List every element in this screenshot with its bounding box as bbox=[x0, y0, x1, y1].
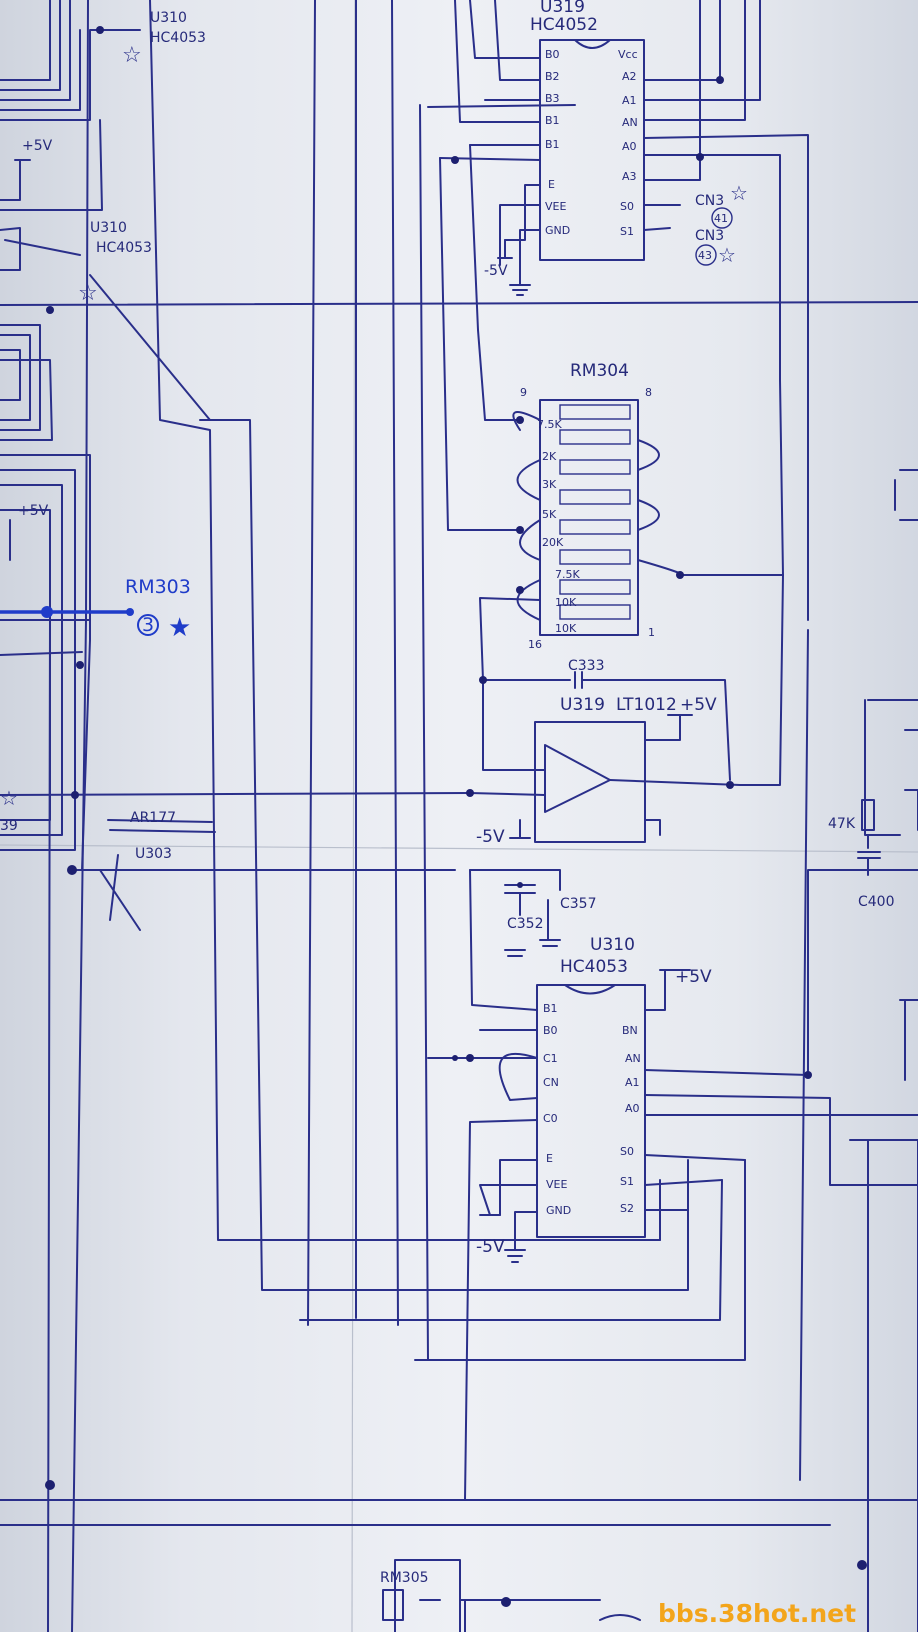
label-u310-topleft: U310 bbox=[150, 10, 187, 26]
pin-label: A0 bbox=[625, 1102, 640, 1115]
pin-label: B1 bbox=[545, 138, 560, 151]
star-icon: ☆ bbox=[730, 181, 748, 205]
star-icon: ☆ bbox=[122, 43, 142, 68]
pin-label: E bbox=[548, 178, 555, 191]
pin-label: GND bbox=[546, 1204, 571, 1217]
star-icon: ☆ bbox=[78, 281, 98, 306]
label-minus5v-bot: -5V bbox=[476, 1237, 505, 1257]
resistor-value: 3K bbox=[542, 478, 557, 491]
pin-label: Vcc bbox=[618, 48, 638, 61]
pin-label: S1 bbox=[620, 225, 634, 238]
label-hc4053-mid: HC4053 bbox=[96, 240, 152, 256]
pin-label: BN bbox=[622, 1024, 638, 1037]
watermark: bbs.38hot.net bbox=[658, 1599, 856, 1628]
resistor-value: 20K bbox=[542, 536, 564, 549]
pin-label: B1 bbox=[543, 1002, 558, 1015]
label-hc4053-bot: HC4053 bbox=[560, 957, 628, 977]
pin-9: 9 bbox=[520, 386, 527, 399]
pin-label: B0 bbox=[543, 1024, 558, 1037]
label-c333: C333 bbox=[568, 658, 605, 674]
label-plus5v-op: +5V bbox=[680, 695, 717, 715]
pin-8: 8 bbox=[645, 386, 652, 399]
label-u310-mid: U310 bbox=[90, 220, 127, 236]
label-rm304: RM304 bbox=[570, 361, 629, 381]
star-icon: ☆ bbox=[0, 786, 18, 810]
label-hc4053-topleft: HC4053 bbox=[150, 30, 206, 46]
pin-label: E bbox=[546, 1152, 553, 1165]
resistor-value: 10K bbox=[555, 622, 577, 635]
pin-label: S0 bbox=[620, 200, 634, 213]
resistor-value: 5K bbox=[542, 508, 557, 521]
label-47k: 47K bbox=[828, 816, 856, 832]
hc4052-chip[interactable] bbox=[539, 39, 645, 261]
label-rm303: RM303 bbox=[125, 576, 191, 598]
label-c400: C400 bbox=[858, 894, 895, 910]
label-c352: C352 bbox=[507, 916, 544, 932]
label-cn3-a: CN3 bbox=[695, 193, 724, 209]
resistor-value: 10K bbox=[555, 596, 577, 609]
star-icon: ☆ bbox=[718, 243, 736, 267]
top-left-traces bbox=[0, 0, 141, 871]
label-u310-bot: U310 bbox=[590, 935, 635, 955]
pin-label: A1 bbox=[625, 1076, 640, 1089]
hc4053-chip[interactable] bbox=[536, 984, 646, 1238]
resistor-value: 2K bbox=[542, 450, 557, 463]
pin-label: A1 bbox=[622, 94, 637, 107]
lt1012-opamp[interactable] bbox=[534, 721, 646, 843]
label-lt1012: LT1012 bbox=[616, 695, 677, 715]
pin-16: 16 bbox=[528, 638, 542, 651]
pin-label: C0 bbox=[543, 1112, 558, 1125]
resistor-value: 7.5K bbox=[555, 568, 580, 581]
pin-label: CN bbox=[543, 1076, 559, 1089]
pin-label: A2 bbox=[622, 70, 637, 83]
pin-label: VEE bbox=[546, 1178, 567, 1191]
pin-1: 1 bbox=[648, 626, 655, 639]
label-rm305: RM305 bbox=[380, 1570, 429, 1586]
rm304-network[interactable] bbox=[539, 399, 639, 636]
pin-label: A3 bbox=[622, 170, 637, 183]
label-cn3-b: CN3 bbox=[695, 228, 724, 244]
cn3-b-pin: 43 bbox=[698, 249, 712, 262]
rm303-pin: 3 bbox=[142, 614, 154, 636]
label-plus5v-a: +5V bbox=[22, 138, 53, 154]
label-c357: C357 bbox=[560, 896, 597, 912]
pin-label: VEE bbox=[545, 200, 566, 213]
pin-label: A0 bbox=[622, 140, 637, 153]
pin-label: C1 bbox=[543, 1052, 558, 1065]
resistor-value: 7.5K bbox=[537, 418, 562, 431]
pin-label: S0 bbox=[620, 1145, 634, 1158]
pin-label: AN bbox=[622, 116, 638, 129]
cn3-a-pin: 41 bbox=[714, 212, 728, 225]
label-minus5v-op: -5V bbox=[476, 827, 505, 847]
pin-label: B1 bbox=[545, 114, 560, 127]
label-u319-top: U319 bbox=[540, 0, 585, 17]
label-u303: U303 bbox=[135, 846, 172, 862]
label-plus5v-b: +5V bbox=[18, 503, 49, 519]
label-u319-op: U319 bbox=[560, 695, 605, 715]
star-icon: ★ bbox=[168, 613, 191, 643]
label-minus5v-top: -5V bbox=[484, 263, 508, 279]
pin-label: B2 bbox=[545, 70, 560, 83]
pin-label: B0 bbox=[545, 48, 560, 61]
pin-label: S2 bbox=[620, 1202, 634, 1215]
label-39: 39 bbox=[0, 818, 18, 834]
pin-label: S1 bbox=[620, 1175, 634, 1188]
label-ar177: AR177 bbox=[130, 810, 176, 826]
pin-label: AN bbox=[625, 1052, 641, 1065]
pin-label: GND bbox=[545, 224, 570, 237]
pin-label: B3 bbox=[545, 92, 560, 105]
label-plus5v-bot: +5V bbox=[675, 967, 712, 987]
label-hc4052: HC4052 bbox=[530, 15, 598, 35]
